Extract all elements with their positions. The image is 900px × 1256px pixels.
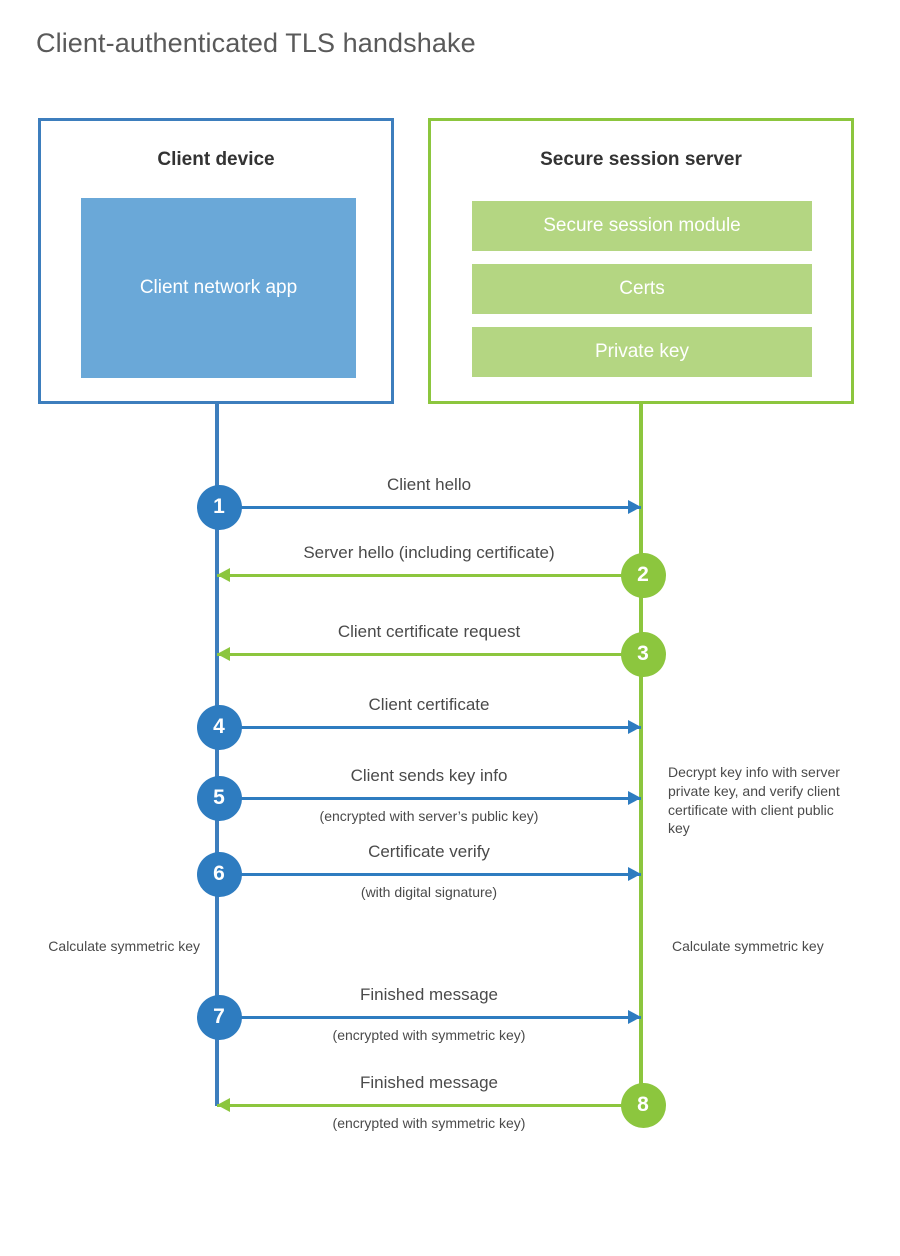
step-badge-6[interactable]: 6: [196, 851, 242, 897]
message-label: Finished message: [360, 985, 498, 1004]
step-badge-5[interactable]: 5: [196, 775, 242, 821]
client-device-box: Client device Client network app: [38, 118, 394, 404]
message-line: [217, 726, 641, 729]
message-label: Client certificate: [368, 695, 490, 714]
message-label: Finished message: [360, 1073, 498, 1092]
message-label: Certificate verify: [368, 842, 490, 861]
message-line: [217, 1016, 641, 1019]
message-label: Client hello: [386, 475, 472, 494]
client-lifeline: [215, 404, 219, 1106]
message-sublabel: (encrypted with symmetric key): [332, 1115, 526, 1131]
arrow-head: [628, 500, 641, 514]
step-badge-7[interactable]: 7: [196, 994, 242, 1040]
message-line: [217, 574, 641, 577]
arrow-head: [628, 1010, 641, 1024]
step-badge-2[interactable]: 2: [620, 552, 666, 598]
message-label: Client sends key info: [350, 766, 508, 785]
arrow-head: [628, 791, 641, 805]
arrow-head: [628, 720, 641, 734]
step-badge-4[interactable]: 4: [196, 704, 242, 750]
note-server-decrypt: Decrypt key info with server private key…: [668, 764, 840, 837]
step-badge-8[interactable]: 8: [620, 1082, 666, 1128]
secure-session-server-title: Secure session server: [540, 149, 742, 170]
message-line: [217, 873, 641, 876]
page-title: Client-authenticated TLS handshake: [36, 28, 476, 58]
secure-session-module-block: Secure session module: [472, 201, 812, 251]
message-line: [217, 506, 641, 509]
private-key-block: Private key: [472, 327, 812, 377]
message-label: Client certificate request: [337, 622, 521, 641]
client-network-app-block: Client network app: [81, 198, 356, 378]
certs-block: Certs: [472, 264, 812, 314]
message-line: [217, 1104, 641, 1107]
message-line: [217, 797, 641, 800]
message-line: [217, 653, 641, 656]
message-label: Server hello (including certificate): [303, 543, 555, 562]
arrow-head: [217, 647, 230, 661]
step-badge-3[interactable]: 3: [620, 631, 666, 677]
message-sublabel: (encrypted with server’s public key): [319, 808, 539, 824]
arrow-head: [628, 867, 641, 881]
secure-session-server-box: Secure session server Secure session mod…: [428, 118, 854, 404]
message-sublabel: (encrypted with symmetric key): [332, 1027, 526, 1043]
arrow-head: [217, 1098, 230, 1112]
server-lifeline: [639, 404, 643, 1106]
step-badge-1[interactable]: 1: [196, 484, 242, 530]
arrow-head: [217, 568, 230, 582]
client-device-title: Client device: [157, 149, 275, 170]
message-sublabel: (with digital signature): [360, 884, 498, 900]
note-server-calculate-symmetric-key: Calculate symmetric key: [672, 938, 824, 954]
note-client-calculate-symmetric-key: Calculate symmetric key: [48, 938, 200, 954]
